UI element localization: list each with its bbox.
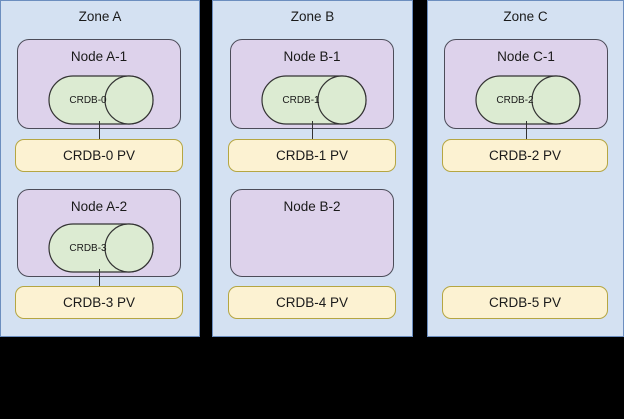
node-c-1: Node C-1 CRDB-2 <box>444 39 608 129</box>
pv-crdb-3: CRDB-3 PV <box>15 286 183 319</box>
zone-c: Zone C Node C-1 CRDB-2 CRDB-2 PV CRDB-5 … <box>427 0 624 337</box>
pv-crdb-0: CRDB-0 PV <box>15 139 183 172</box>
node-b-2: Node B-2 <box>230 189 394 277</box>
node-b-1-title: Node B-1 <box>283 49 341 64</box>
pod-crdb-2: CRDB-2 <box>475 75 581 125</box>
zone-c-title: Zone C <box>503 9 548 24</box>
pv-crdb-2: CRDB-2 PV <box>442 139 608 172</box>
pod-crdb-1: CRDB-1 <box>261 75 367 125</box>
node-a-2-title: Node A-2 <box>70 199 128 214</box>
zone-a-title: Zone A <box>78 9 122 24</box>
pod-crdb-3: CRDB-3 <box>48 223 154 273</box>
pv-crdb-3-label: CRDB-3 PV <box>62 294 135 310</box>
pod-crdb-0: CRDB-0 <box>48 75 154 125</box>
pv-crdb-0-label: CRDB-0 PV <box>62 147 135 163</box>
node-b-2-title: Node B-2 <box>283 199 341 214</box>
node-a-2: Node A-2 CRDB-3 <box>17 189 181 277</box>
node-a-1-title: Node A-1 <box>70 49 128 64</box>
node-a-1: Node A-1 CRDB-0 <box>17 39 181 129</box>
node-b-1: Node B-1 CRDB-1 <box>230 39 394 129</box>
pv-crdb-5: CRDB-5 PV <box>442 286 608 319</box>
connector-crdb-2 <box>526 121 527 141</box>
zone-a: Zone A Node A-1 CRDB-0 CRDB-0 PV Node A-… <box>0 0 200 337</box>
pv-crdb-4: CRDB-4 PV <box>228 286 396 319</box>
zone-b-title: Zone B <box>290 9 335 24</box>
pv-crdb-1-label: CRDB-1 PV <box>275 147 348 163</box>
pv-crdb-1: CRDB-1 PV <box>228 139 396 172</box>
pv-crdb-2-label: CRDB-2 PV <box>488 147 561 163</box>
zone-b: Zone B Node B-1 CRDB-1 CRDB-1 PV Node B-… <box>212 0 413 337</box>
connector-crdb-0 <box>99 121 100 141</box>
connector-crdb-3 <box>99 269 100 288</box>
pv-crdb-4-label: CRDB-4 PV <box>275 294 348 310</box>
node-c-1-title: Node C-1 <box>497 49 555 64</box>
pv-crdb-5-label: CRDB-5 PV <box>488 294 561 310</box>
connector-crdb-1 <box>312 121 313 141</box>
